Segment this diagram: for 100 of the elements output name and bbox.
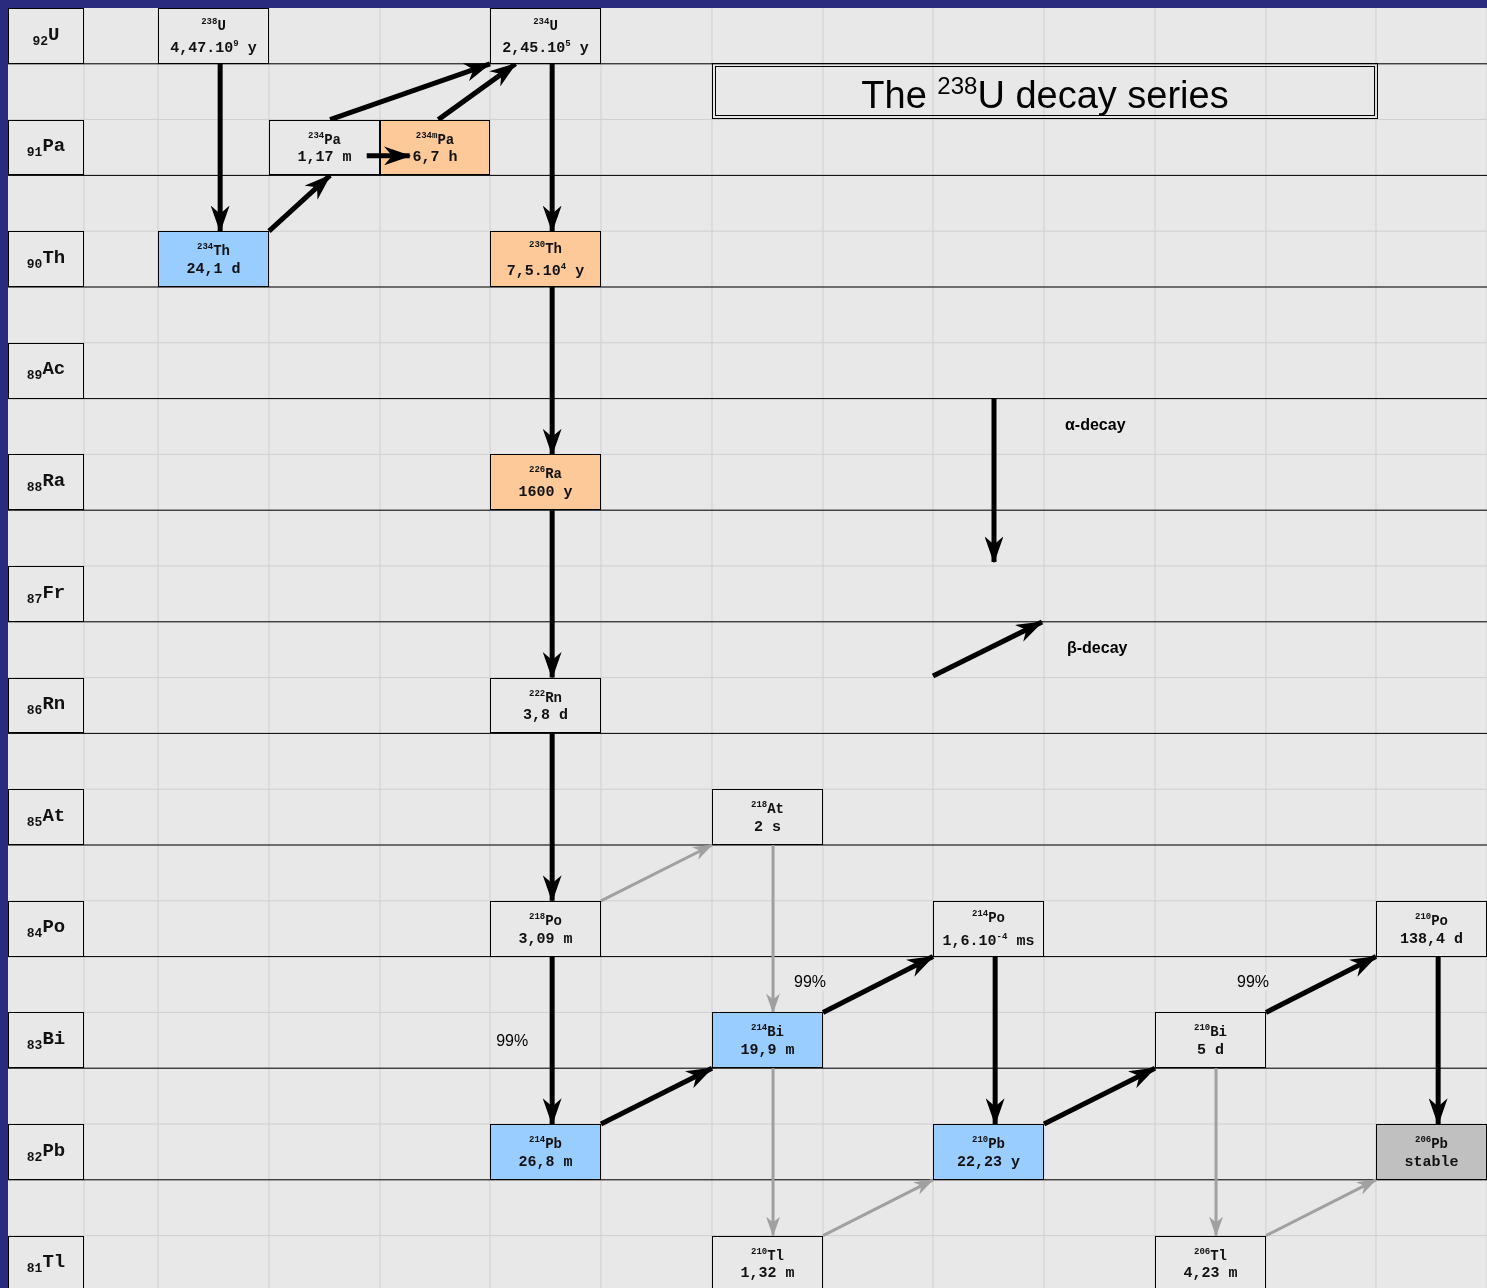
element-symbol: $_{82}$Pb [26, 1139, 66, 1165]
decay-arrow [542, 956, 562, 1126]
nuclide-symbol: $^{234m}$Pa [415, 129, 455, 149]
element-label-box [8, 1235, 84, 1288]
nuclide-box [933, 1124, 1044, 1180]
element-label-box [8, 1124, 84, 1180]
branch-arrow [766, 1068, 781, 1237]
nuclide-symbol: $^{214}$Po [972, 908, 1005, 927]
nuclide-symbol: $^{214}$Pb [529, 1134, 562, 1153]
decay-arrow [542, 63, 562, 233]
element-symbol: $_{87}$Fr [26, 581, 66, 607]
nuclide-symbol: $^{210}$Pb [972, 1134, 1005, 1153]
element-symbol: $_{83}$Bi [26, 1027, 66, 1053]
half-life: 2,45.10$^{5}$ y [502, 38, 589, 60]
element-label-box [8, 566, 84, 622]
nuclide-box [933, 900, 1044, 957]
nuclide-symbol: $^{206}$Pb [1415, 1134, 1448, 1153]
nuclide-box [158, 231, 269, 287]
element-label-box [8, 900, 84, 957]
half-life: 1,6.10$^{-4}$ ms [942, 931, 1035, 952]
nuclide-symbol: $^{218}$Po [529, 910, 562, 930]
nuclide-box [490, 454, 601, 511]
half-life: 3,09 m [518, 929, 573, 950]
decay-arrow [821, 954, 935, 1015]
decay-arrow [329, 61, 492, 122]
element-symbol: $_{86}$Rn [26, 693, 66, 718]
nuclide-symbol: $^{210}$Tl [751, 1245, 784, 1265]
nuclide-symbol: $^{226}$Ra [529, 464, 562, 484]
decay-arrow [985, 956, 1005, 1126]
element-label-box [8, 342, 84, 399]
half-life: 22,23 y [957, 1152, 1020, 1173]
half-life: 4,47.10$^{9}$ y [170, 38, 257, 60]
half-life: 6,7 h [412, 148, 458, 169]
half-life: 138,4 d [1400, 929, 1463, 950]
element-label-box [8, 8, 84, 64]
nuclide-symbol: $^{234}$U [533, 15, 558, 35]
half-life: 1,17 m [297, 148, 352, 169]
half-life: 7,5.10$^{4}$ y [506, 261, 585, 283]
nuclide-symbol: $^{210}$Bi [1194, 1022, 1227, 1042]
element-label-box [8, 1012, 84, 1069]
nuclide-box [1376, 1124, 1487, 1180]
nuclide-box [712, 1012, 823, 1069]
decay-arrow [542, 287, 562, 456]
nuclide-box [1376, 900, 1487, 957]
nuclide-box [490, 900, 601, 957]
nuclide-symbol: $^{230}$Th [529, 238, 562, 258]
branch-arrow [1209, 1068, 1224, 1237]
nuclide-symbol: $^{218}$At [751, 799, 784, 818]
legend-text: α-decay [1065, 416, 1126, 434]
element-label-box [8, 789, 84, 845]
decay-arrow [542, 733, 562, 903]
decay-arrow [1264, 954, 1378, 1015]
half-life: 1600 y [518, 483, 573, 504]
nuclide-box [712, 789, 823, 845]
decay-arrow [542, 510, 562, 679]
nuclide-box [380, 119, 490, 176]
element-label-box [8, 119, 84, 176]
nuclide-box [1155, 1235, 1266, 1288]
element-symbol: $_{81}$Tl [26, 1251, 66, 1276]
element-label-box [8, 231, 84, 287]
half-life: 2 s [754, 817, 781, 838]
nuclide-symbol: $^{214}$Bi [751, 1022, 784, 1042]
nuclide-box [712, 1235, 823, 1288]
nuclide-symbol: $^{210}$Po [1415, 910, 1448, 930]
half-life: 24,1 d [186, 259, 241, 280]
nuclide-symbol: $^{206}$Tl [1194, 1245, 1227, 1265]
nuclide-box [1155, 1012, 1266, 1069]
nuclide-box [269, 119, 380, 176]
half-life: stable [1404, 1152, 1459, 1173]
nuclide-box [490, 677, 601, 734]
element-symbol: $_{91}$Pa [26, 135, 66, 160]
half-life: 5 d [1197, 1041, 1224, 1062]
element-symbol: $_{92}$U [32, 23, 60, 49]
half-life: 3,8 d [523, 706, 568, 727]
decay-arrow [210, 63, 230, 233]
element-symbol: $_{84}$Po [26, 916, 66, 942]
nuclide-symbol: $^{234}$Pa [308, 129, 341, 149]
nuclide-box [158, 8, 269, 64]
element-label-box [8, 677, 84, 734]
decay-arrow [366, 146, 412, 166]
half-life: 19,9 m [740, 1041, 795, 1062]
branch-arrow [600, 843, 713, 903]
element-label-box [8, 454, 84, 511]
nuclide-symbol: $^{234}$Th [197, 241, 230, 260]
element-symbol: $_{90}$Th [26, 246, 66, 272]
decay-arrow [599, 1065, 714, 1127]
half-life: 4,23 m [1183, 1264, 1238, 1285]
nuclide-symbol: $^{238}$U [201, 15, 226, 35]
nuclide-box [490, 1124, 601, 1180]
decay-arrow [267, 173, 332, 234]
legend-text: β-decay [1067, 639, 1128, 657]
title-text: The $^{238}$U decay series [861, 71, 1229, 118]
element-symbol: $_{89}$Ac [26, 358, 66, 384]
decay-arrow [1042, 1065, 1157, 1127]
branch-arrow [766, 845, 781, 1014]
decay-arrow [1428, 956, 1448, 1126]
element-symbol: $_{85}$At [26, 804, 66, 830]
half-life: 1,32 m [740, 1264, 795, 1285]
nuclide-symbol: $^{222}$Rn [529, 687, 562, 707]
branch-arrow [822, 1178, 934, 1237]
